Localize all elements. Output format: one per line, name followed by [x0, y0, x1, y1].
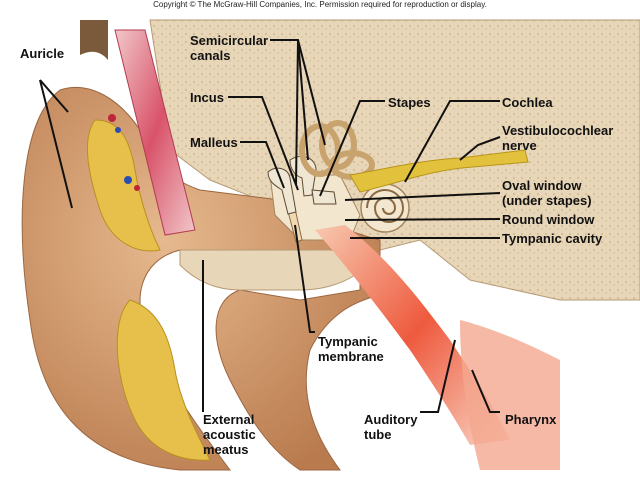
label-vestibulocochlear-line1: Vestibulocochlear [502, 123, 614, 138]
vessel-2 [115, 127, 121, 133]
leader-lines [39, 39, 501, 413]
label-external-meatus-line3: meatus [203, 442, 249, 457]
leader-malleus [240, 141, 285, 189]
label-incus: Incus [190, 90, 224, 105]
label-auditory-tube-line1: Auditory [364, 412, 418, 427]
leader-pharynx [471, 369, 500, 413]
cochlea-shape [360, 183, 410, 233]
label-external-meatus-line2: acoustic [203, 427, 256, 442]
lobule-cartilage [116, 299, 211, 461]
leader-auditory-tube [420, 339, 456, 413]
stapes-shape [311, 189, 337, 205]
label-external-meatus-line1: External [203, 412, 255, 427]
vessel-1 [108, 114, 116, 122]
label-auditory-tube-line2: tube [364, 427, 392, 442]
leader-tympanic-membrane [294, 224, 315, 333]
auricle-cartilage [86, 119, 161, 252]
label-pharynx: Pharynx [505, 412, 557, 427]
hair [80, 20, 108, 60]
leader-incus [228, 96, 299, 191]
copyright-notice: Copyright © The McGraw-Hill Companies, I… [153, 0, 487, 9]
ear-canal [179, 249, 356, 291]
pharynx-region [460, 320, 560, 470]
leader-oval-window [344, 192, 501, 201]
label-semicircular-canals-line2: canals [190, 48, 231, 63]
vestibulocochlear-nerve-shape [349, 149, 529, 193]
label-oval-window-line1: Oval window [502, 178, 582, 193]
vessel-4 [134, 185, 140, 191]
auditory-tube [315, 225, 510, 445]
leader-cochlea [404, 100, 500, 183]
vessel-3 [124, 176, 132, 184]
leader-semicircular-3 [295, 39, 299, 186]
malleus-shape [267, 167, 297, 215]
leader-round-window [344, 218, 501, 221]
label-cochlea: Cochlea [502, 95, 553, 110]
label-tympanic-membrane-line1: Tympanic [318, 334, 378, 349]
label-auricle: Auricle [20, 46, 65, 61]
label-semicircular-canals-line1: Semicircular [190, 33, 269, 48]
label-round-window: Round window [502, 212, 595, 227]
leader-auricle-1 [39, 79, 69, 113]
temporal-muscle [114, 29, 196, 236]
label-malleus: Malleus [190, 135, 238, 150]
label-tympanic-membrane-line2: membrane [318, 349, 384, 364]
leader-vestibulocochlear [459, 136, 501, 161]
leader-semicircular-2 [297, 39, 309, 161]
leader-stapes [319, 100, 385, 197]
label-oval-window-line2: (under stapes) [502, 193, 592, 208]
label-vestibulocochlear-line2: nerve [502, 138, 537, 153]
label-tympanic-cavity: Tympanic cavity [502, 231, 603, 246]
label-stapes: Stapes [388, 95, 431, 110]
leader-auricle-2 [39, 79, 73, 209]
